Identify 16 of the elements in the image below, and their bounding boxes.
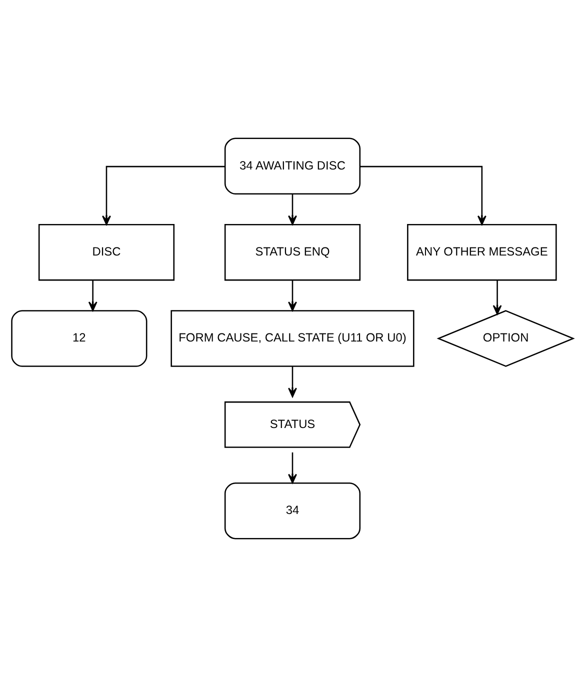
node-box: DISC <box>38 224 175 281</box>
node-box: 34 <box>224 482 361 540</box>
node-box: 12 <box>11 310 148 367</box>
node-diamond: OPTION <box>436 310 575 367</box>
node-box: STATUS ENQ <box>224 224 361 281</box>
arrow <box>102 166 226 226</box>
node-box: ANY OTHER MESSAGE <box>407 224 557 281</box>
arrow <box>360 166 486 226</box>
arrow <box>288 452 297 484</box>
node-box: FORM CAUSE, CALL STATE (U11 OR U0) <box>170 310 414 367</box>
arrow <box>288 366 297 398</box>
node-box: 34 AWAITING DISC <box>224 138 361 195</box>
arrow <box>88 280 98 312</box>
arrow <box>288 194 297 225</box>
arrow <box>492 280 502 315</box>
arrow <box>288 280 297 312</box>
